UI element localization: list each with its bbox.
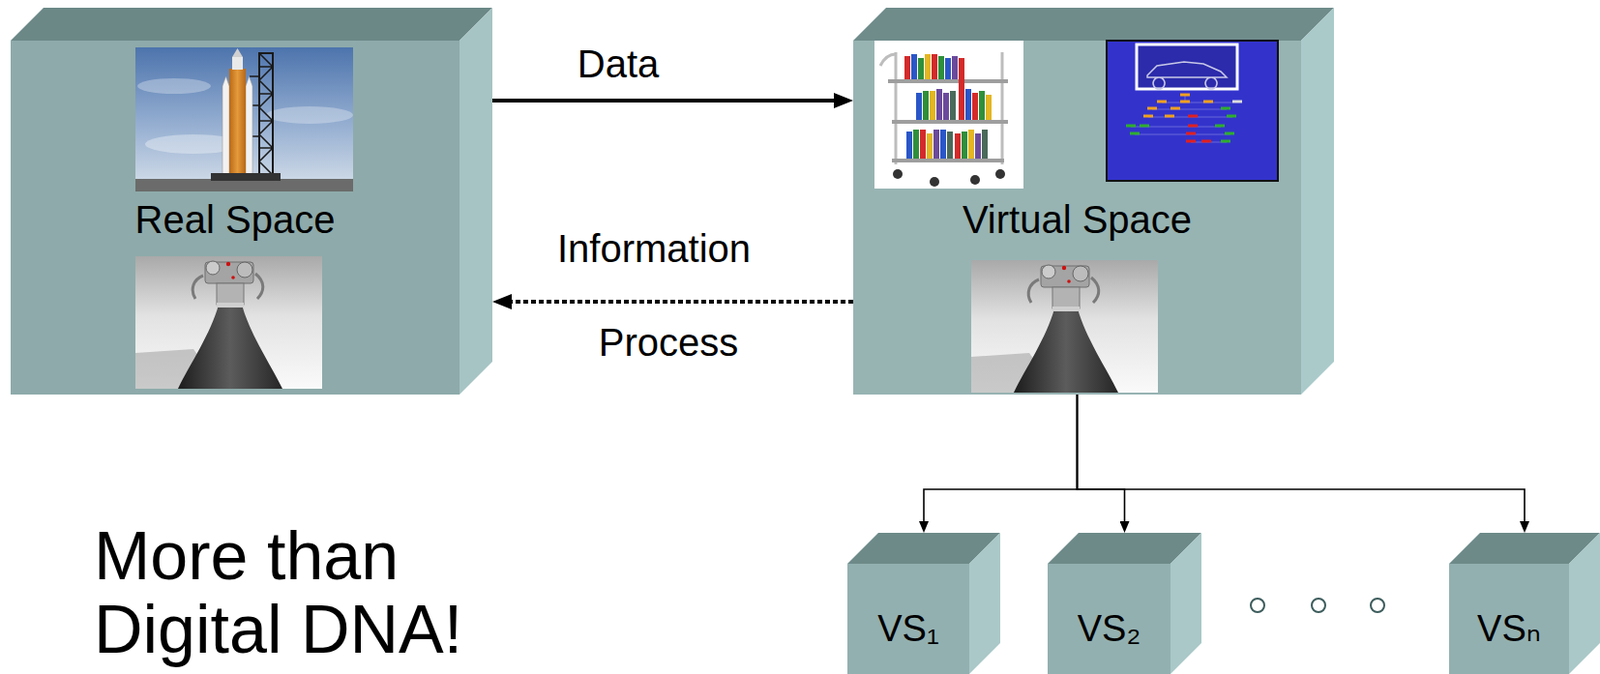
- box-title: VS₂: [1077, 608, 1141, 652]
- launch-platform: [210, 173, 281, 181]
- text-holder: Data: [577, 41, 660, 87]
- box-shape: [1449, 533, 1600, 674]
- car-frame: [1136, 44, 1238, 89]
- top-face: [10, 7, 493, 41]
- tree-item: [1185, 116, 1212, 142]
- engine-picture: [135, 256, 323, 389]
- booster: [222, 76, 230, 180]
- tower-bracing: [249, 53, 273, 176]
- upper-stage: [232, 57, 243, 70]
- ellipsis-dot: [1370, 598, 1385, 613]
- cart-handle: [880, 54, 896, 66]
- box-title: VS₁: [877, 608, 940, 652]
- book: [949, 90, 985, 159]
- space-box: Virtual Space: [853, 7, 1334, 395]
- tree-item: [1143, 94, 1214, 117]
- product-tree-picture: [1106, 40, 1278, 181]
- space-box: Real Space: [10, 7, 493, 395]
- sub-space-box: VS₁: [847, 533, 1001, 674]
- car-sketch: [1147, 61, 1227, 89]
- box-title: Virtual Space: [962, 197, 1192, 242]
- cart-wheel: [995, 169, 1006, 179]
- ellipsis-dot: [1311, 598, 1326, 613]
- cart-post: [895, 52, 1003, 165]
- arrow-connector: [1077, 394, 1526, 522]
- text-holder: VSₙ: [1477, 608, 1541, 652]
- top-face: [847, 533, 1001, 564]
- process-label: Process: [598, 320, 740, 365]
- box-title: VSₙ: [1477, 608, 1541, 652]
- edge-label: Data: [577, 41, 660, 87]
- box-title: Real Space: [135, 197, 336, 242]
- book: [936, 56, 978, 159]
- edge-label: Information: [557, 226, 751, 271]
- top-face: [1047, 533, 1202, 564]
- cart-wheel: [929, 177, 940, 187]
- side-face: [1569, 533, 1600, 674]
- text-holder: VS₁: [877, 608, 940, 652]
- cloud: [137, 78, 211, 94]
- top-face: [1449, 533, 1600, 564]
- book: [927, 54, 989, 159]
- engine-picture: [971, 260, 1158, 393]
- front-face: [10, 40, 460, 395]
- arrow-connector: [1077, 394, 1126, 522]
- arrow-connector: [492, 98, 834, 103]
- box-shape: [847, 533, 1001, 674]
- tree-item: [1232, 100, 1243, 104]
- side-face: [1301, 7, 1334, 395]
- booster: [245, 76, 253, 180]
- text-holder: Information: [557, 226, 751, 271]
- side-face: [1170, 533, 1202, 674]
- side-face: [969, 533, 1001, 674]
- capsule: [232, 48, 243, 58]
- picture-background: [1106, 40, 1278, 181]
- cart-wheel: [892, 169, 903, 179]
- cart-wheel: [970, 175, 980, 185]
- box-shape: [1047, 533, 1202, 674]
- ellipsis-dot: [1250, 598, 1265, 613]
- picture-background: [874, 40, 1024, 189]
- slogan-text: More than Digital DNA!: [93, 520, 559, 667]
- text-holder: Real Space: [135, 197, 336, 242]
- top-face: [853, 7, 1334, 41]
- front-face: [1047, 563, 1171, 674]
- text-holder: Virtual Space: [962, 197, 1192, 242]
- rocket-picture: [135, 47, 354, 192]
- sub-space-box: VS₂: [1047, 533, 1202, 674]
- sub-space-box: VSₙ: [1449, 533, 1600, 674]
- side-face: [459, 7, 493, 395]
- text-holder: VS₂: [1077, 608, 1141, 652]
- dotted-arrow: [511, 299, 854, 304]
- launch-tower: [259, 53, 273, 180]
- text-holder: More than Digital DNA!: [93, 520, 559, 667]
- cloud: [266, 106, 354, 124]
- front-face: [1449, 563, 1570, 674]
- core-stage: [229, 68, 246, 180]
- front-face: [853, 40, 1302, 395]
- text-holder: Process: [598, 320, 740, 365]
- tree-line: [1130, 95, 1233, 143]
- tree-item: [1125, 108, 1237, 142]
- sky: [135, 47, 354, 192]
- bookshelf-picture: [874, 40, 1024, 189]
- front-face: [847, 563, 970, 674]
- arrow-connector: [923, 394, 1078, 522]
